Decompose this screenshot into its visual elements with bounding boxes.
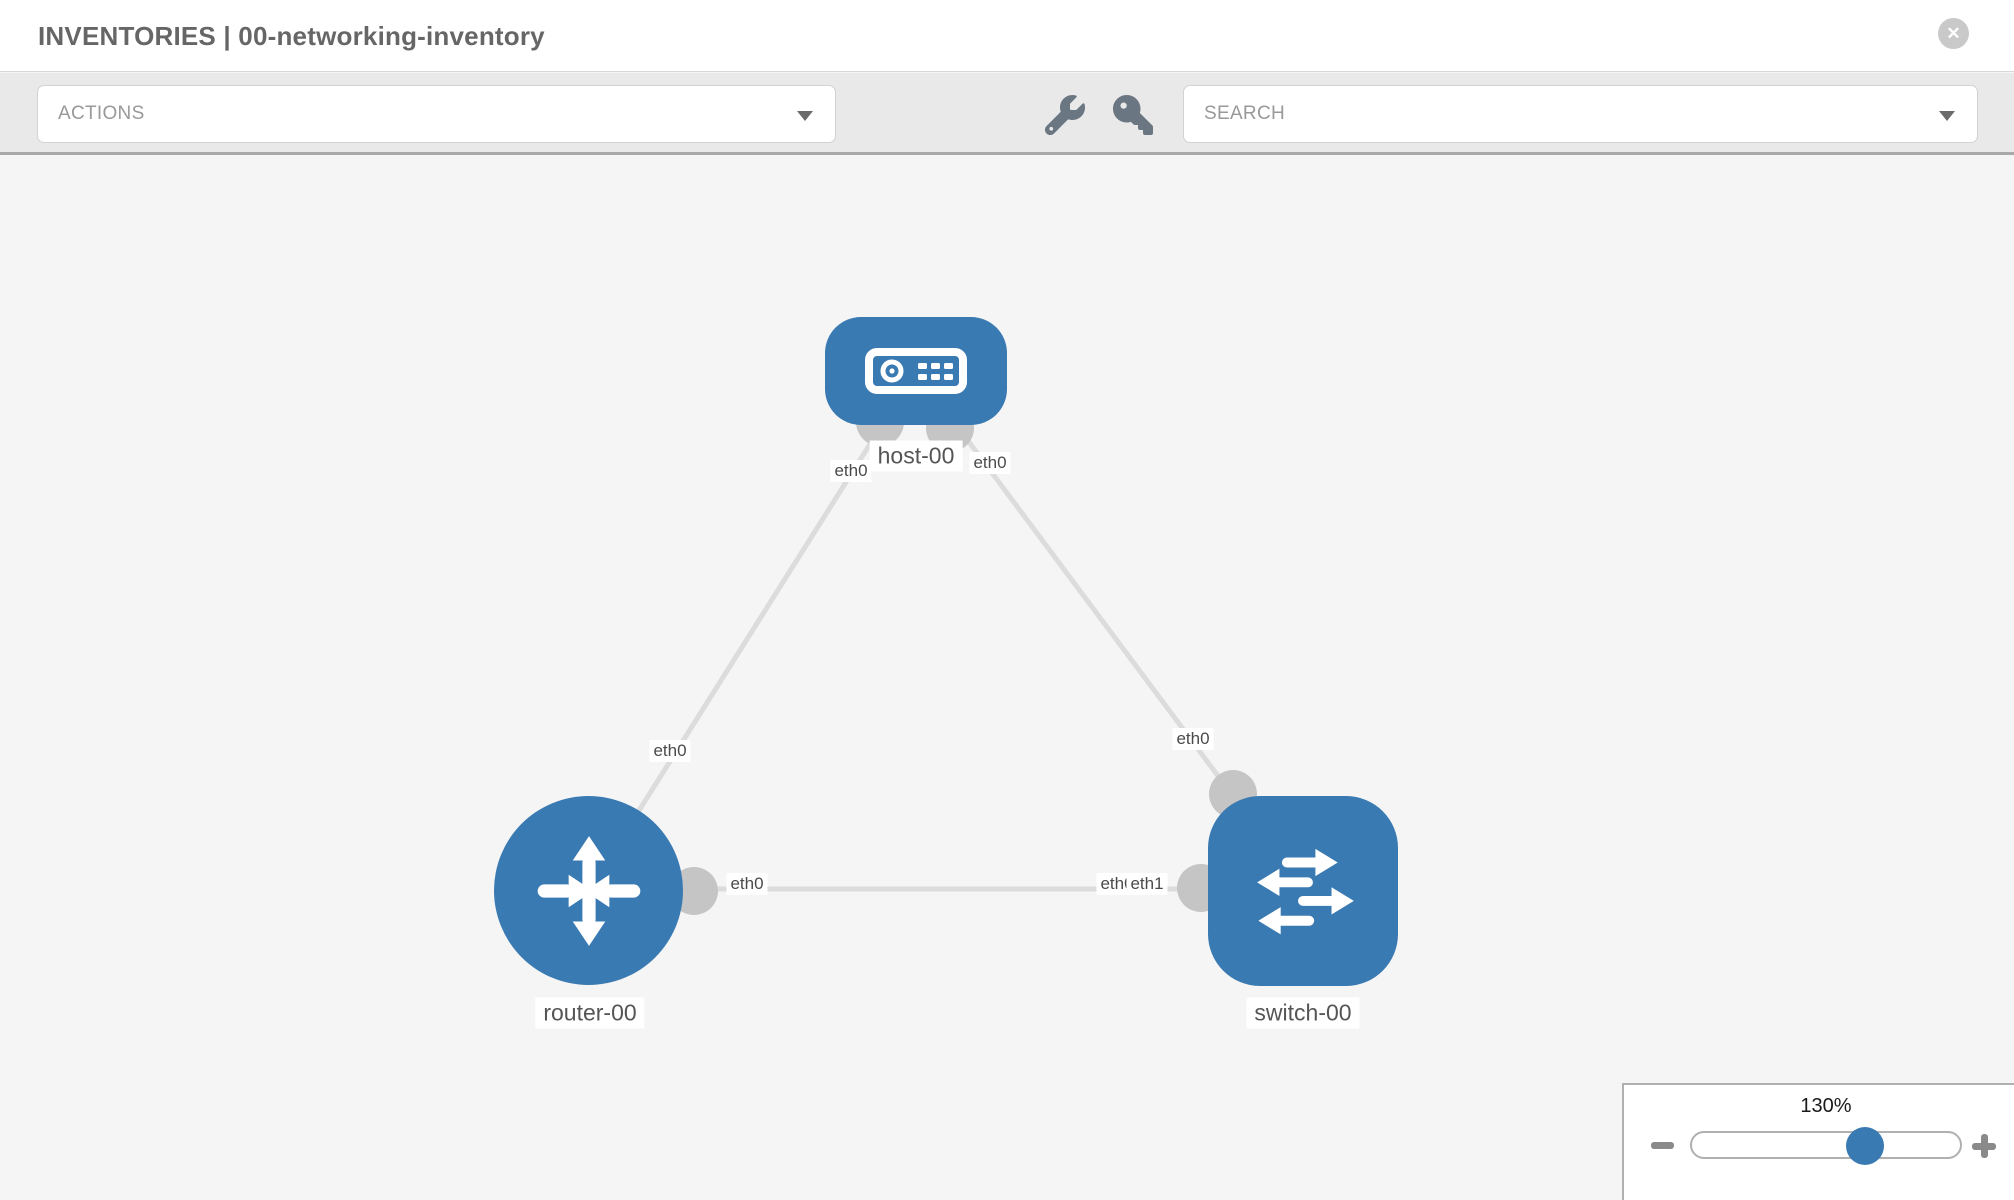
- chevron-down-icon: [1939, 111, 1955, 121]
- zoom-out-minus-icon[interactable]: [1651, 1142, 1674, 1149]
- toolbar: ACTIONS SEARCH: [0, 73, 2014, 155]
- actions-dropdown-label: ACTIONS: [58, 103, 145, 124]
- node-host-00[interactable]: [825, 317, 1007, 425]
- page-title: INVENTORIES | 00-networking-inventory: [38, 21, 545, 51]
- iface-label-host-to-router: eth0: [830, 460, 872, 482]
- zoom-slider-track[interactable]: [1690, 1131, 1962, 1159]
- node-label-switch: switch-00: [1246, 997, 1360, 1029]
- link-host-router: [586, 369, 919, 892]
- iface-label-switch-to-host: eth0: [1172, 728, 1214, 750]
- iface-label-router-to-switch: eth0: [726, 873, 768, 895]
- chevron-down-icon: [797, 111, 813, 121]
- search-dropdown-label: SEARCH: [1204, 103, 1285, 124]
- iface-label-switch-to-router: eth1: [1126, 873, 1168, 895]
- zoom-in-plus-icon[interactable]: [1972, 1134, 1996, 1158]
- zoom-level-value: 130%: [1800, 1095, 1852, 1117]
- node-router-00[interactable]: [494, 796, 683, 985]
- wrench-icon[interactable]: [1045, 95, 1085, 135]
- node-switch-00[interactable]: [1208, 796, 1398, 986]
- node-label-router: router-00: [535, 997, 645, 1029]
- zoom-panel: 130%: [1622, 1083, 2014, 1200]
- close-icon[interactable]: ✕: [1938, 18, 1969, 49]
- search-dropdown[interactable]: SEARCH: [1183, 85, 1978, 143]
- zoom-slider-thumb[interactable]: [1846, 1127, 1884, 1165]
- switch-icon: [1257, 848, 1354, 935]
- topology-canvas: host-00 router-00 switch-00 eth0 eth0 et…: [0, 156, 2014, 1200]
- router-icon: [537, 835, 640, 946]
- node-label-host: host-00: [869, 440, 963, 472]
- header-bar: INVENTORIES | 00-networking-inventory ✕: [0, 0, 2014, 72]
- iface-label-host-to-switch: eth0: [969, 452, 1011, 474]
- key-icon[interactable]: [1113, 95, 1153, 135]
- host-icon: [865, 348, 967, 394]
- links-layer: [586, 369, 1257, 915]
- iface-label-router-to-host: eth0: [649, 740, 691, 762]
- actions-dropdown[interactable]: ACTIONS: [37, 85, 836, 143]
